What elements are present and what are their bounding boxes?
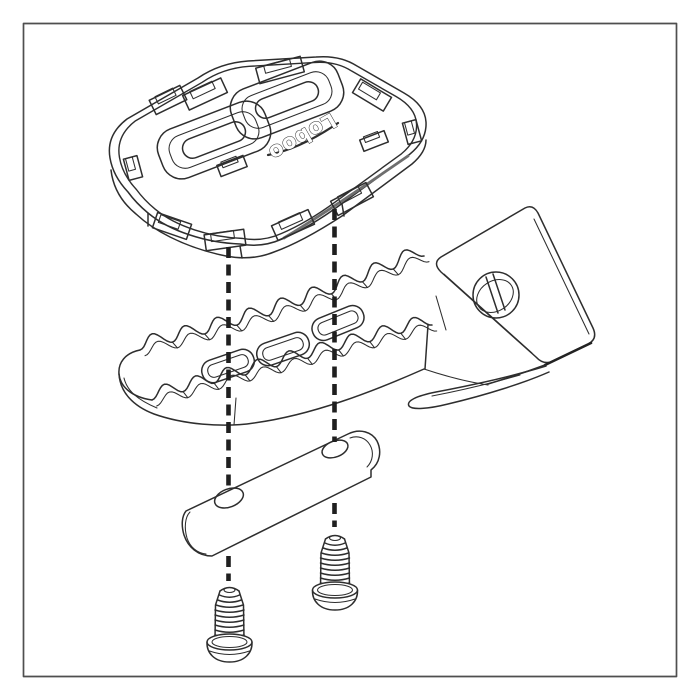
bracket-lower-tab [407, 365, 550, 410]
button-head-screw-left [206, 586, 253, 663]
serrated-footpeg-body [118, 249, 489, 426]
clamp-bar [181, 430, 381, 557]
footpeg-pad [108, 55, 427, 259]
drawing-border [22, 22, 678, 678]
logo-swash-stroke [266, 121, 340, 157]
mounting-bracket [435, 206, 596, 385]
button-head-screw-right [311, 534, 359, 611]
alignment-dashed-lines [226, 209, 337, 581]
